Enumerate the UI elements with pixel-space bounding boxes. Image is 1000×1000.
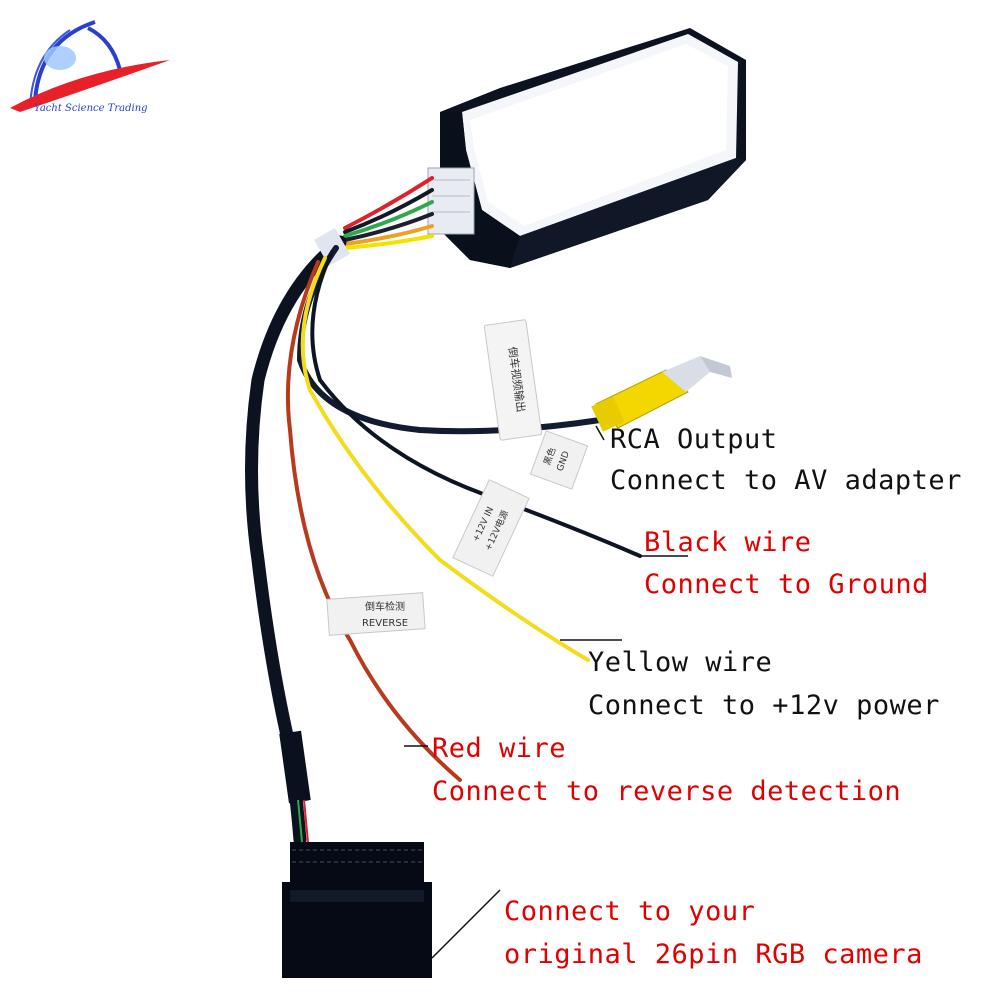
camera-title: Connect to your xyxy=(504,896,756,927)
plug-pins xyxy=(297,799,315,843)
tag-video-out: 倒车视频输出 xyxy=(483,319,543,441)
yellow-wire xyxy=(300,256,590,662)
camera-leader-line xyxy=(431,889,501,959)
connector-wires xyxy=(343,176,434,250)
cable-sleeve xyxy=(279,730,311,804)
red-wire-detail: Connect to reverse detection xyxy=(432,776,902,807)
converter-box xyxy=(440,28,746,268)
yellow-wire-detail: Connect to +12v power xyxy=(588,690,940,721)
camera-plug xyxy=(282,842,432,978)
rca-leader-line xyxy=(595,425,605,441)
yellow-wire-title: Yellow wire xyxy=(588,647,773,678)
black-wire-title: Black wire xyxy=(644,527,812,558)
red-wire xyxy=(285,260,462,782)
tag-power: +12V IN +12V电源 xyxy=(452,479,530,577)
rca-title: RCA Output xyxy=(610,424,778,455)
tag-reverse: 倒车检测 REVERSE xyxy=(326,592,426,636)
rca-detail: Connect to AV adapter xyxy=(610,465,962,496)
cable-label-band xyxy=(314,228,350,266)
rca-cable xyxy=(296,245,603,435)
black-wire xyxy=(310,250,642,558)
tag-ground: 黑色 GND xyxy=(529,430,589,490)
box-connector xyxy=(427,167,475,235)
watermark-logo: Yacht Science Trading xyxy=(10,20,170,114)
red-wire-title: Red wire xyxy=(432,733,567,764)
black-wire-detail: Connect to Ground xyxy=(644,569,929,600)
tag-reverse-top: 倒车检测 xyxy=(365,600,405,613)
camera-detail: original 26pin RGB camera xyxy=(504,939,923,970)
tag-reverse-bottom: REVERSE xyxy=(362,618,408,629)
rca-plug xyxy=(591,356,732,432)
watermark-text: Yacht Science Trading xyxy=(34,103,148,114)
